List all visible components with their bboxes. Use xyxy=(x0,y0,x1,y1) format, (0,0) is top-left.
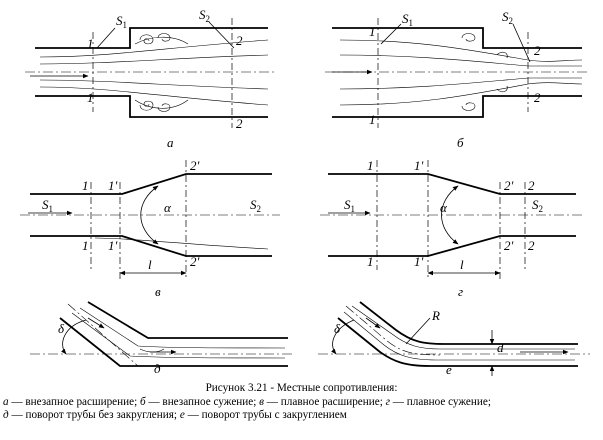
diameter-d-label: d xyxy=(497,340,504,355)
panel-v-label: в xyxy=(155,284,161,299)
section-2-prime-label: 2' xyxy=(504,238,514,253)
section-2-prime-label: 2' xyxy=(190,158,200,173)
panel-a-label: а xyxy=(167,135,174,150)
section-2-label: 2 xyxy=(236,116,243,131)
angle-delta-label: δ xyxy=(58,321,65,336)
panel-a-sudden-expansion: 1 1 2 2 S1 S2 а xyxy=(25,7,275,150)
section-2-label: 2 xyxy=(528,238,535,253)
panel-g-gradual-contraction: 1 1 1' 1' 2' 2' 2 2 S1 S2 α l г xyxy=(320,158,585,299)
section-2-prime-label: 2' xyxy=(504,178,514,193)
angle-alpha-arc xyxy=(441,185,459,245)
flow-arrow xyxy=(87,317,105,329)
local-resistances-diagram: 1 1 2 2 S1 S2 а 1 1 2 2 S1 S2 б xyxy=(20,7,590,376)
area-s1-label: S1 xyxy=(116,13,127,30)
caption-line-2: д — поворот трубы без закругления; е — п… xyxy=(3,409,347,421)
angle-alpha-arc xyxy=(140,185,159,245)
section-1-label: 1 xyxy=(82,238,89,253)
panel-g-label: г xyxy=(458,284,463,299)
section-2-prime-label: 2' xyxy=(190,254,200,269)
section-2-label: 2 xyxy=(534,43,541,58)
eddy-icon xyxy=(461,33,508,111)
angle-delta-arc xyxy=(331,319,355,355)
section-2-label: 2 xyxy=(236,33,243,48)
area-s2-label: S2 xyxy=(250,197,261,214)
section-1-prime-label: 1' xyxy=(108,178,118,193)
caption-line-1: а — внезапное расширение; б — внезапное … xyxy=(3,395,491,408)
panel-b-sudden-contraction: 1 1 2 2 S1 S2 б xyxy=(325,9,590,150)
area-s1-label: S1 xyxy=(344,197,355,214)
length-l-label: l xyxy=(148,257,152,272)
area-s2-label: S2 xyxy=(532,197,543,214)
section-2-label: 2 xyxy=(528,178,535,193)
panel-d-sharp-bend: δ д xyxy=(30,301,295,376)
angle-delta-label: δ xyxy=(334,321,341,336)
area-s2-label: S2 xyxy=(199,7,210,24)
section-1-label: 1 xyxy=(82,178,89,193)
area-s1-label: S1 xyxy=(42,197,53,214)
radius-r-label: R xyxy=(431,308,440,323)
panel-d-label: д xyxy=(154,361,161,376)
section-1-prime-label: 1' xyxy=(108,238,118,253)
section-1-label: 1 xyxy=(367,254,374,269)
flow-arrow xyxy=(365,317,381,329)
section-1-label: 1 xyxy=(369,112,376,127)
figure-caption: Рисунок 3.21 - Местные сопротивления: а … xyxy=(0,382,603,423)
section-1-label: 1 xyxy=(369,24,376,39)
eddy-icon xyxy=(139,33,171,112)
panel-e-rounded-bend: δ R d е xyxy=(318,301,590,376)
section-2-label: 2 xyxy=(534,90,541,105)
section-1-prime-label: 1' xyxy=(414,254,424,269)
angle-alpha-label: α xyxy=(164,200,172,215)
area-s2-label: S2 xyxy=(502,9,513,26)
caption-title: Рисунок 3.21 - Местные сопротивления: xyxy=(205,382,398,394)
panel-e-label: е xyxy=(446,362,452,376)
section-1-label: 1 xyxy=(87,90,94,105)
section-1-label: 1 xyxy=(367,158,374,173)
length-l-label: l xyxy=(460,257,464,272)
section-1-prime-label: 1' xyxy=(414,158,424,173)
section-1-label: 1 xyxy=(87,36,94,51)
panel-v-gradual-expansion: 1 1 1' 1' 2' 2' S1 S2 α l в xyxy=(20,158,280,299)
area-s1-label: S1 xyxy=(402,11,413,28)
panel-b-label: б xyxy=(457,135,464,150)
angle-alpha-label: α xyxy=(440,200,448,215)
radius-r-leader xyxy=(405,317,431,345)
angle-delta-arc xyxy=(61,319,87,355)
